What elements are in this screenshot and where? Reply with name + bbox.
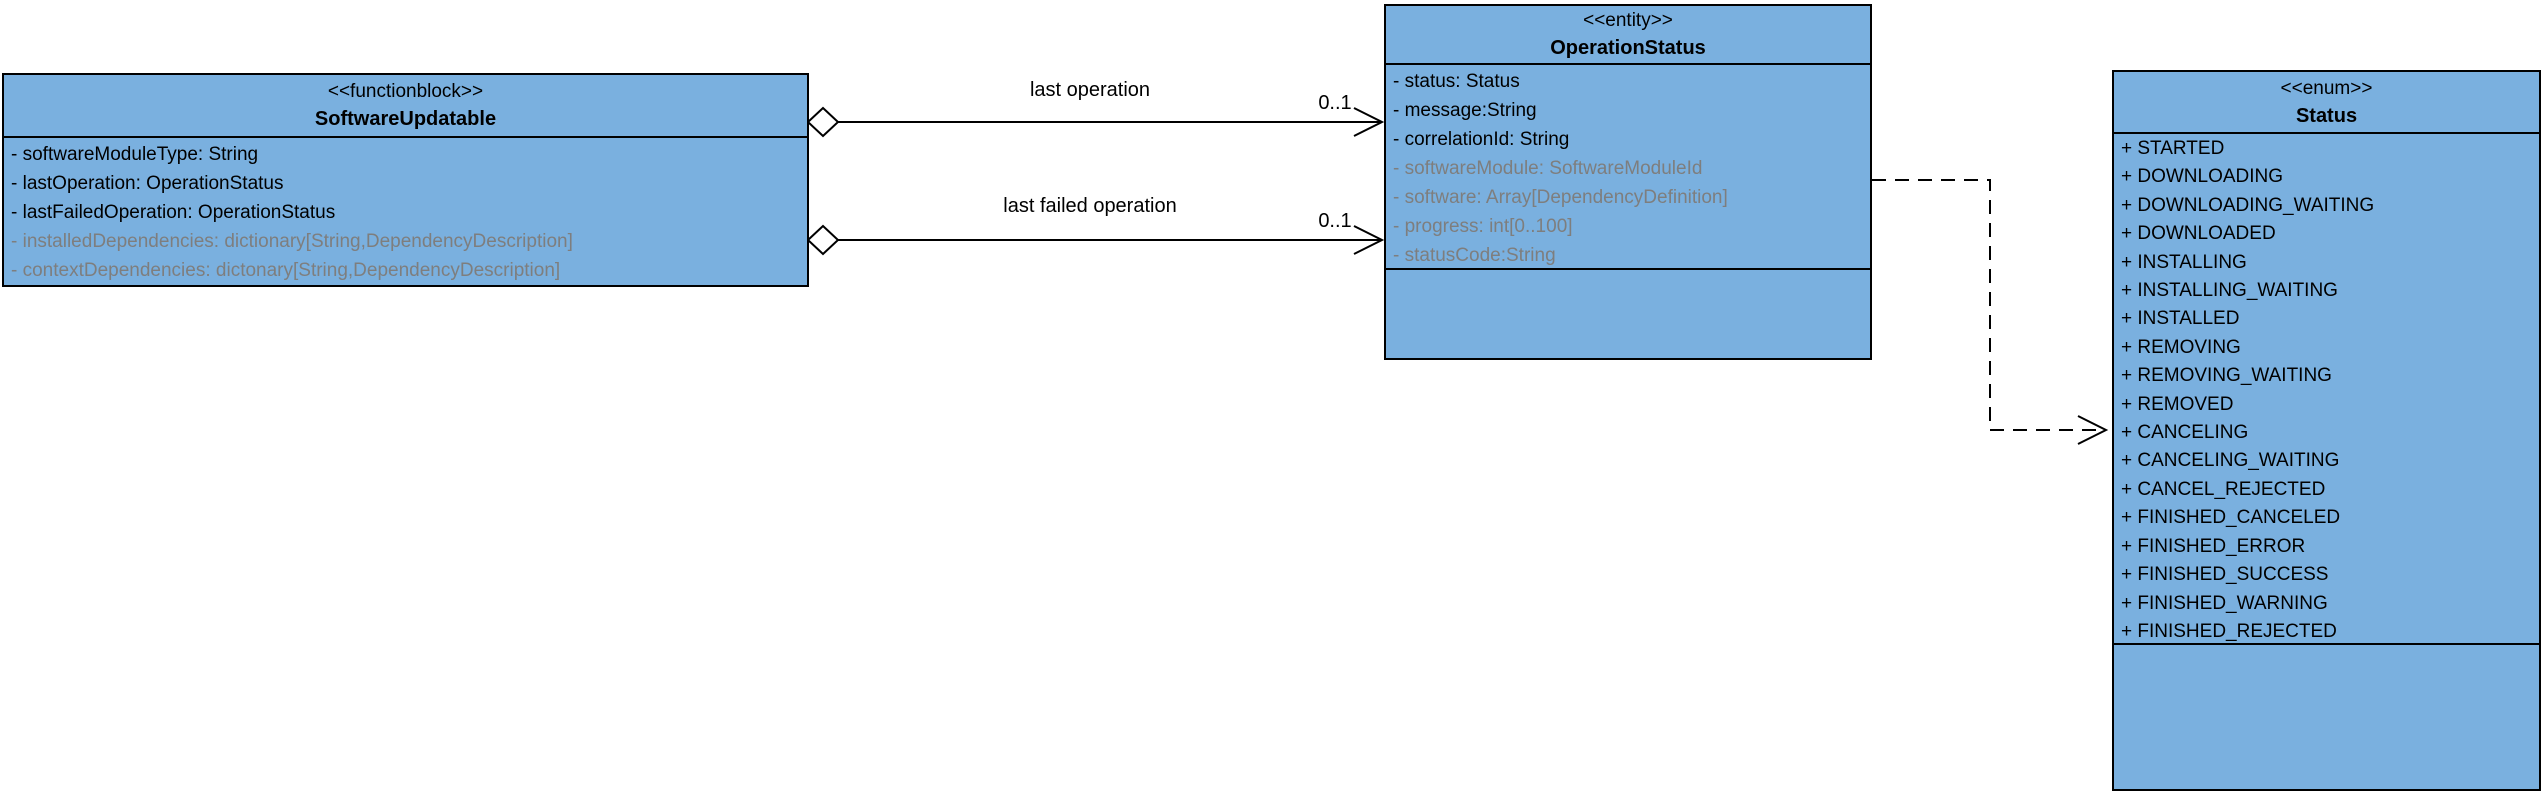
class-name: SoftwareUpdatable: [314, 108, 497, 130]
attributes-compartment: - status: Status - message:String - corr…: [1386, 65, 1870, 270]
class-header: <<enum>> Status: [2114, 72, 2539, 134]
enum-literal: + FINISHED_CANCELED: [2121, 507, 2341, 529]
enum-literal: + FINISHED_WARNING: [2121, 592, 2328, 614]
class-name: Status: [2295, 105, 2358, 127]
association-label-last-operation: last operation: [1029, 79, 1151, 101]
attribute-row: - status: Status: [1393, 71, 1520, 92]
attribute-row: - statusCode:String: [1393, 245, 1556, 266]
enum-literal: + FINISHED_SUCCESS: [2121, 564, 2329, 586]
attribute-row: - message:String: [1393, 100, 1537, 121]
class-box-operation-status: <<entity>> OperationStatus - status: Sta…: [1384, 4, 1872, 360]
enum-literal: + DOWNLOADED: [2121, 223, 2276, 245]
class-stereotype: <<enum>>: [2280, 78, 2373, 99]
class-stereotype: <<entity>>: [1583, 10, 1673, 31]
enum-literal: + REMOVED: [2121, 393, 2234, 415]
enum-literal: + FINISHED_REJECTED: [2121, 620, 2337, 642]
multiplicity-label: 0..1: [1318, 210, 1352, 232]
aggregation-diamond-icon: [806, 224, 840, 256]
attribute-row: - softwareModule: SoftwareModuleId: [1393, 158, 1703, 179]
enum-literal: + INSTALLED: [2121, 308, 2240, 330]
class-name: OperationStatus: [1550, 37, 1706, 59]
open-arrowhead-icon: [2077, 415, 2109, 445]
class-stereotype: <<functionblock>>: [327, 81, 484, 102]
attribute-row: - software: Array[DependencyDefinition]: [1393, 187, 1728, 208]
association-label-last-failed-operation: last failed operation: [1003, 195, 1177, 217]
enum-literals-compartment: + STARTED + DOWNLOADING + DOWNLOADING_WA…: [2114, 134, 2539, 645]
attribute-row: - progress: int[0..100]: [1393, 216, 1573, 237]
enum-empty-compartment: [2114, 645, 2539, 789]
enum-literal: + REMOVING_WAITING: [2121, 365, 2332, 387]
attribute-row: - installedDependencies: dictionary[Stri…: [11, 231, 573, 252]
enum-literal: + CANCELING_WAITING: [2121, 450, 2340, 472]
enum-literal: + INSTALLING: [2121, 251, 2247, 273]
operations-compartment-empty: [1386, 270, 1870, 358]
attribute-row: - correlationId: String: [1393, 129, 1570, 150]
enum-literal: + INSTALLING_WAITING: [2121, 280, 2338, 302]
attribute-row: - lastFailedOperation: OperationStatus: [11, 202, 336, 223]
class-header: <<entity>> OperationStatus: [1386, 6, 1870, 65]
enum-literal: + REMOVING: [2121, 336, 2241, 358]
dependency-dashed-line: [1872, 179, 2104, 431]
enum-literal: + DOWNLOADING: [2121, 166, 2284, 188]
enum-literal: + FINISHED_ERROR: [2121, 535, 2306, 557]
multiplicity-label: 0..1: [1318, 92, 1352, 114]
class-box-status-enum: <<enum>> Status + STARTED + DOWNLOADING …: [2112, 70, 2541, 791]
attribute-row: - contextDependencies: dictonary[String,…: [11, 260, 561, 281]
enum-literal: + CANCELING: [2121, 422, 2249, 444]
class-header: <<functionblock>> SoftwareUpdatable: [4, 75, 807, 138]
enum-literal: + CANCEL_REJECTED: [2121, 478, 2326, 500]
enum-literal: + STARTED: [2121, 138, 2225, 159]
attribute-row: - lastOperation: OperationStatus: [11, 173, 284, 194]
class-box-software-updatable: <<functionblock>> SoftwareUpdatable - so…: [2, 73, 809, 287]
enum-literal: + DOWNLOADING_WAITING: [2121, 194, 2375, 216]
attributes-compartment: - softwareModuleType: String - lastOpera…: [4, 138, 807, 285]
aggregation-diamond-icon: [806, 106, 840, 138]
attribute-row: - softwareModuleType: String: [11, 144, 259, 165]
